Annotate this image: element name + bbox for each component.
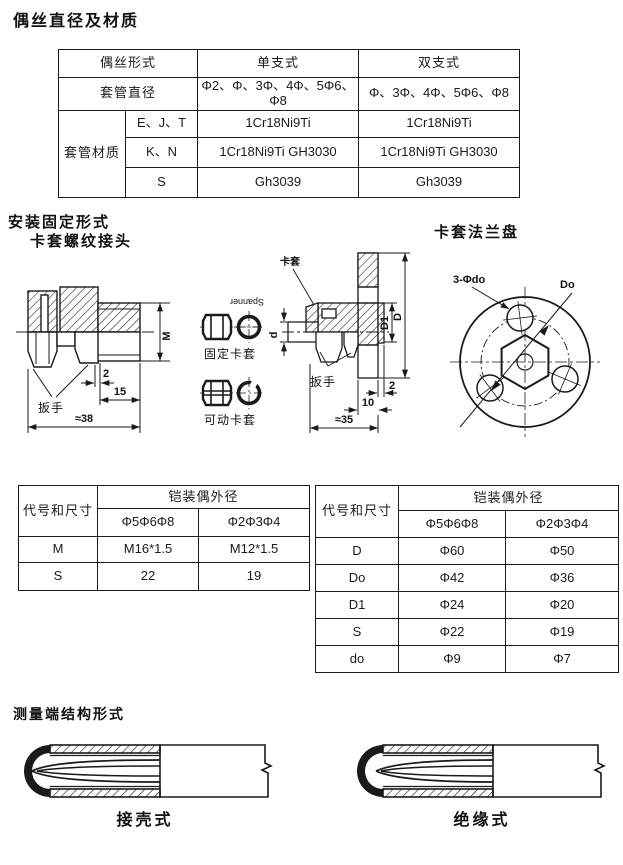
cell-value: Φ42 bbox=[398, 564, 506, 592]
dim-label-m: M bbox=[161, 331, 173, 340]
probe-shell-type bbox=[24, 744, 273, 798]
cell-material: Gh3039 bbox=[197, 166, 360, 198]
installation-drawings: M 2 15 ≈38 bbox=[16, 252, 600, 437]
cell-value: Φ7 bbox=[504, 645, 620, 673]
cell-group-header: 铠装偶外径 bbox=[96, 485, 311, 509]
probe-drawings bbox=[24, 744, 606, 798]
dim-label-35: ≈35 bbox=[335, 414, 353, 426]
cell-type: K、N bbox=[124, 136, 199, 168]
cell-type: S bbox=[124, 166, 199, 198]
cell-diameter-double: Φ、3Φ、4Φ、5Φ6、Φ8 bbox=[358, 77, 521, 111]
dim-label-38: ≈38 bbox=[75, 413, 93, 425]
threaded-joint-title: 卡套螺纹接头 bbox=[30, 233, 133, 250]
page-title: 偶丝直径及材质 bbox=[13, 13, 140, 30]
cell-value: M12*1.5 bbox=[197, 536, 311, 563]
flange-section-drawing: d 卡套 D1 D bbox=[268, 252, 410, 433]
dim-label-d: d bbox=[268, 332, 280, 339]
table-row: S 22 19 bbox=[18, 562, 311, 591]
cell-group-header: 铠装偶外径 bbox=[397, 485, 620, 511]
table-row: 代号和尺寸 铠装偶外径 bbox=[315, 485, 620, 538]
threaded-fitting-drawing: M 2 15 ≈38 bbox=[16, 286, 173, 433]
insulated-type-caption: 绝缘式 bbox=[453, 812, 511, 829]
thread-size-table: 代号和尺寸 铠装偶外径 Φ5Φ6Φ8 Φ2Φ3Φ4 M M16*1.5 M12*… bbox=[18, 485, 311, 591]
cell-code: S bbox=[18, 562, 98, 591]
cell-code: D1 bbox=[315, 591, 399, 619]
dim-label-d1: D1 bbox=[379, 316, 391, 330]
flange-front-drawing: 3-Φdo Do bbox=[450, 274, 600, 437]
cell-material: 1Cr18Ni9Ti GH3030 bbox=[358, 136, 521, 168]
cell-form-label: 偶丝形式 bbox=[57, 49, 199, 78]
cell-value: Φ19 bbox=[504, 618, 620, 646]
flange-size-table: 代号和尺寸 铠装偶外径 Φ5Φ6Φ8 Φ2Φ3Φ4 D Φ60 Φ50 Do Φ… bbox=[315, 485, 620, 673]
cell-value: Φ9 bbox=[398, 645, 506, 673]
table-row: D1 Φ24 Φ20 bbox=[315, 591, 620, 619]
cell-diameter-single: Φ2、Φ、3Φ、4Φ、5Φ6、Φ8 bbox=[197, 77, 360, 111]
cell-material: 1Cr18Ni9Ti bbox=[197, 109, 360, 138]
movable-ferrule-label: 可动卡套 bbox=[204, 413, 256, 427]
cell-value: Φ22 bbox=[398, 618, 506, 646]
cell-value: Φ20 bbox=[504, 591, 620, 619]
cell-value: Φ36 bbox=[504, 564, 620, 592]
cell-col1-header: Φ5Φ6Φ8 bbox=[398, 510, 506, 538]
dim-label-D: D bbox=[392, 313, 404, 321]
measuring-section-title: 测量端结构形式 bbox=[13, 706, 125, 722]
cell-code-header: 代号和尺寸 bbox=[18, 485, 98, 537]
cell-code-header: 代号和尺寸 bbox=[315, 485, 399, 538]
table-row: M M16*1.5 M12*1.5 bbox=[18, 536, 311, 563]
wrench-label-flange: 扳手 bbox=[310, 375, 336, 389]
table-row: Φ5Φ6Φ8 Φ2Φ3Φ4 bbox=[316, 510, 620, 538]
cell-single-label: 单支式 bbox=[197, 49, 360, 78]
ferrule-icons: Spanner 固定卡套 可动卡套 bbox=[200, 297, 264, 427]
cell-type: E、J、T bbox=[124, 109, 199, 138]
flange-title: 卡套法兰盘 bbox=[434, 224, 520, 241]
table-row: 偶丝形式 单支式 双支式 bbox=[57, 49, 521, 78]
wire-material-table: 偶丝形式 单支式 双支式 套管直径 Φ2、Φ、3Φ、4Φ、5Φ6、Φ8 Φ、3Φ… bbox=[57, 49, 521, 198]
probe-insulated-type bbox=[357, 744, 606, 798]
cell-col1-header: Φ5Φ6Φ8 bbox=[97, 508, 199, 537]
table-row: Do Φ42 Φ36 bbox=[315, 564, 620, 592]
holes-label: 3-Φdo bbox=[453, 274, 486, 286]
table-row: K、N 1Cr18Ni9Ti GH3030 1Cr18Ni9Ti GH3030 bbox=[59, 136, 521, 168]
cell-code: do bbox=[315, 645, 399, 673]
cell-value: 19 bbox=[197, 562, 311, 591]
cell-material: 1Cr18Ni9Ti bbox=[358, 109, 521, 138]
table-row: D Φ60 Φ50 bbox=[315, 537, 620, 565]
cell-material-label: 套管材质 bbox=[58, 109, 126, 198]
cell-code: S bbox=[315, 618, 399, 646]
fixed-ferrule-label: 固定卡套 bbox=[204, 346, 256, 361]
ferrule-label: 卡套 bbox=[280, 255, 301, 268]
table-row: S Gh3039 Gh3039 bbox=[59, 166, 521, 198]
table-row: 套管材质 E、J、T 1Cr18Ni9Ti 1Cr18Ni9Ti bbox=[58, 109, 521, 198]
cell-code: Do bbox=[315, 564, 399, 592]
spanner-label: Spanner bbox=[230, 297, 264, 307]
table-row: 代号和尺寸 铠装偶外径 bbox=[18, 485, 311, 537]
cell-code: M bbox=[18, 536, 98, 563]
cell-value: Φ60 bbox=[398, 537, 506, 565]
table-row: do Φ9 Φ7 bbox=[315, 645, 620, 673]
cell-diameter-label: 套管直径 bbox=[57, 77, 199, 111]
cell-value: Φ24 bbox=[398, 591, 506, 619]
cell-material: Gh3039 bbox=[358, 166, 521, 198]
shell-type-caption: 接壳式 bbox=[116, 812, 174, 829]
dim-label-2b: 2 bbox=[389, 380, 395, 392]
cell-col2-header: Φ2Φ3Φ4 bbox=[197, 508, 311, 537]
install-section-title: 安装固定形式 bbox=[8, 214, 111, 231]
wrench-label: 扳手 bbox=[38, 401, 64, 415]
cell-value: 22 bbox=[97, 562, 199, 591]
dim-label-15: 15 bbox=[114, 386, 126, 398]
cell-material: 1Cr18Ni9Ti GH3030 bbox=[197, 136, 360, 168]
cell-col2-header: Φ2Φ3Φ4 bbox=[504, 510, 620, 538]
dim-label-10: 10 bbox=[362, 397, 374, 409]
table-row: S Φ22 Φ19 bbox=[315, 618, 620, 646]
dim-label-2: 2 bbox=[103, 368, 109, 380]
cell-value: M16*1.5 bbox=[97, 536, 199, 563]
cell-double-label: 双支式 bbox=[358, 49, 521, 78]
cell-value: Φ50 bbox=[504, 537, 620, 565]
table-row: 套管直径 Φ2、Φ、3Φ、4Φ、5Φ6、Φ8 Φ、3Φ、4Φ、5Φ6、Φ8 bbox=[57, 77, 521, 111]
bolt-circle-label: Do bbox=[560, 279, 575, 291]
cell-code: D bbox=[315, 537, 399, 565]
